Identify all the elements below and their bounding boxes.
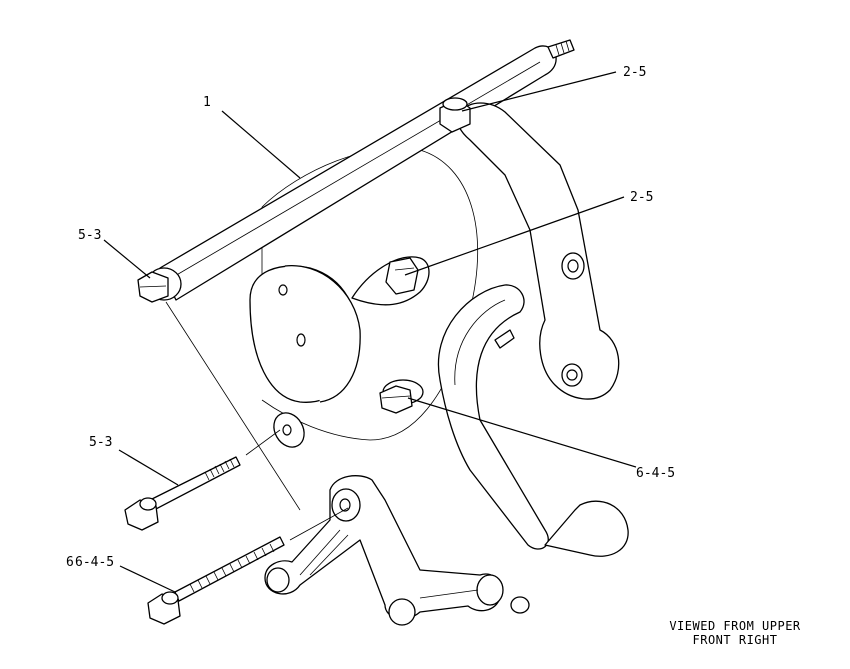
callout-6-partial: 6 xyxy=(66,555,74,570)
top-bolt xyxy=(439,97,471,133)
leader-6-4-5-left xyxy=(119,565,176,593)
lower-bracket xyxy=(264,475,530,626)
callout-5-3-bottom: 5-3 xyxy=(89,435,112,450)
callout-2-5-mid: 2-5 xyxy=(630,190,653,205)
view-note-line-1: VIEWED FROM UPPER xyxy=(669,619,801,633)
view-note-line-2: FRONT RIGHT xyxy=(692,633,778,647)
pulley xyxy=(249,265,361,403)
mounting-strap xyxy=(159,45,557,301)
assembly-line-washer xyxy=(245,429,281,456)
callout-2-5-top: 2-5 xyxy=(623,65,646,80)
leader-2-5-top xyxy=(461,71,617,112)
long-bolt-6-4-5 xyxy=(147,536,285,625)
callout-6-4-5-left: 6-4-5 xyxy=(75,555,114,570)
leader-1 xyxy=(221,110,301,179)
callout-5-3-top: 5-3 xyxy=(78,228,101,243)
assembly-line-left xyxy=(165,301,301,511)
long-bolt-5-3 xyxy=(124,456,241,531)
leader-6-4-5-right xyxy=(407,397,637,468)
center-tab xyxy=(351,256,430,306)
leader-5-3-bottom xyxy=(118,449,179,486)
upper-stud xyxy=(547,39,575,59)
main-bracket xyxy=(437,102,629,557)
mid-bolt xyxy=(379,379,424,414)
loose-washer xyxy=(273,412,305,448)
callout-1: 1 xyxy=(203,95,211,110)
strap-end-bolt xyxy=(137,267,182,303)
view-note: VIEWED FROM UPPER FRONT RIGHT xyxy=(640,619,830,647)
leader-2-5-mid xyxy=(404,196,625,276)
callouts: 1 2-5 2-5 5-3 5-3 6-4-5 6 6-4-5 xyxy=(66,65,675,570)
callout-6-4-5-right: 6-4-5 xyxy=(636,466,675,481)
assembly-line-lower xyxy=(289,507,349,541)
leader-lines xyxy=(103,71,637,593)
leader-5-3-top xyxy=(103,239,151,279)
